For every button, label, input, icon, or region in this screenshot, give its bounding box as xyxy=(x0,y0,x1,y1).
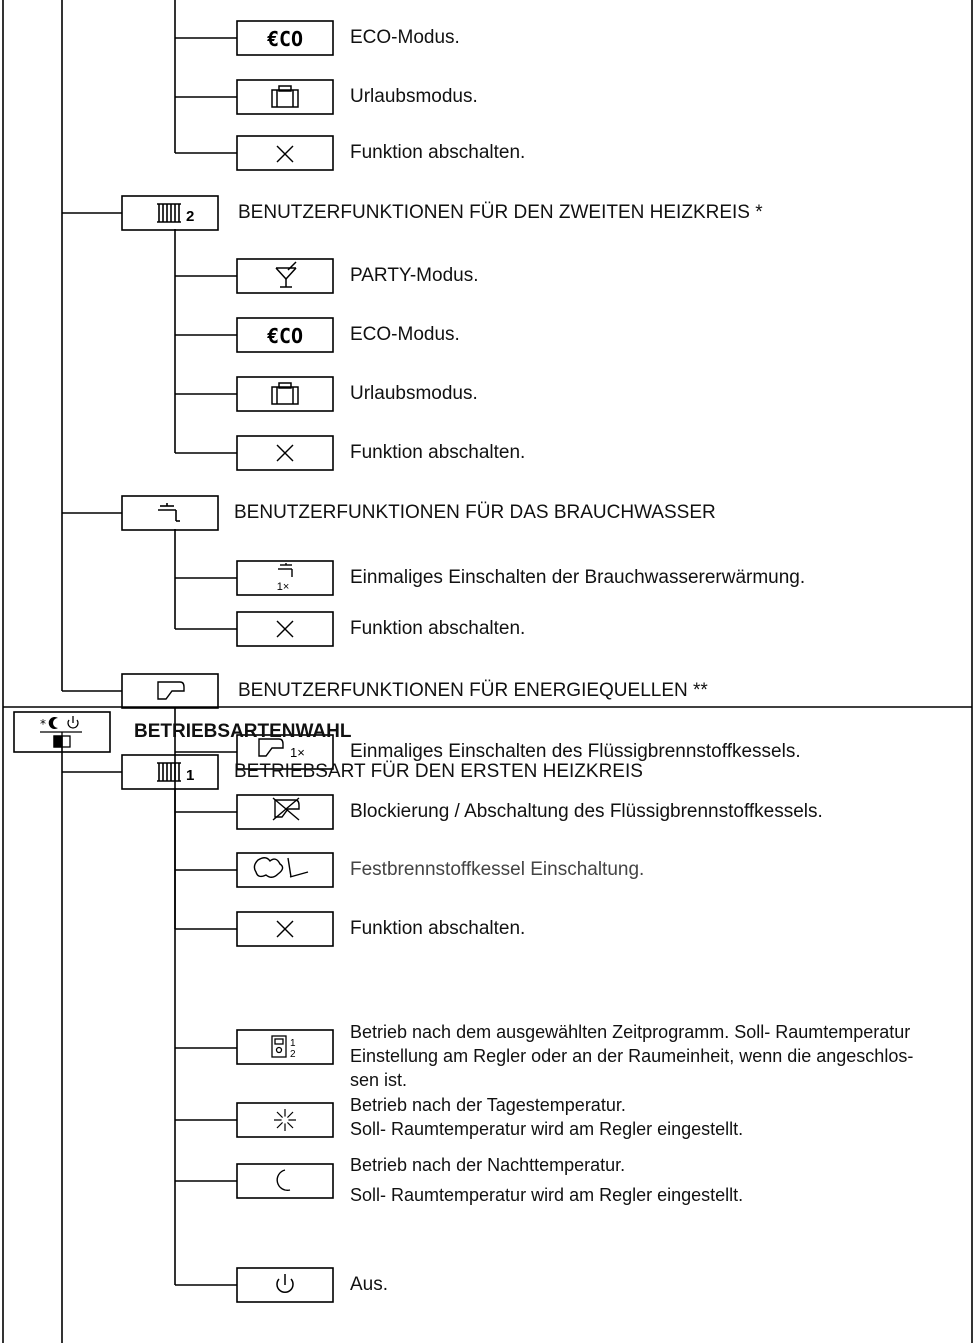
radiator-icon xyxy=(157,203,181,223)
mode-selection-box xyxy=(13,711,111,753)
night-mode-line-2: Soll- Raumtemperatur wird am Regler eing… xyxy=(350,1185,744,1205)
cocktail-icon xyxy=(275,261,297,288)
svg-text:*: * xyxy=(40,717,46,731)
function-off-label: Funktion abschalten. xyxy=(350,918,526,939)
night-mode-line-1: Betrieb nach der Nachttemperatur. xyxy=(350,1155,626,1175)
eco-icon: €CO xyxy=(267,27,303,51)
suitcase-icon xyxy=(271,85,299,108)
radiator-icon xyxy=(157,762,181,782)
function-off-label: Funktion abschalten. xyxy=(350,142,526,163)
faucet-once-icon xyxy=(278,563,293,577)
close-icon xyxy=(276,444,294,462)
hc1-mode-title: BETRIEBSART FÜR DEN ERSTEN HEIZKREIS xyxy=(234,761,643,782)
eco-icon: €CO xyxy=(267,324,303,348)
dhw-once-label: Einmaliges Einschalten der Brauchwassere… xyxy=(350,567,806,588)
program-mode-line-1: Betrieb nach dem ausgewählten Zeitprogra… xyxy=(350,1022,911,1042)
program-mode-description: Betrieb nach dem ausgewählten Zeitprogra… xyxy=(350,1020,913,1092)
day-mode-description: Betrieb nach der Tagestemperatur. Soll- … xyxy=(350,1093,743,1141)
program-mode-label-2: 2 xyxy=(290,1049,296,1060)
moon-icon xyxy=(276,1169,291,1192)
function-off-label: Funktion abschalten. xyxy=(350,442,526,463)
boiler-block-label: Blockierung / Abschaltung des Flüssigbre… xyxy=(350,801,823,822)
dhw-box xyxy=(121,495,219,531)
solid-fuel-boiler-icon xyxy=(253,857,309,878)
program-mode-line-3: sen ist. xyxy=(350,1070,408,1090)
boiler-icon xyxy=(157,681,185,700)
solid-fuel-label: Festbrennstoffkessel Einschaltung. xyxy=(350,859,645,880)
off-mode-label: Aus. xyxy=(350,1274,389,1295)
day-mode-line-1: Betrieb nach der Tagestemperatur. xyxy=(350,1095,626,1115)
hc2-box xyxy=(121,195,219,231)
suitcase-icon xyxy=(271,382,299,405)
hc2-functions-title: BENUTZERFUNKTIONEN FÜR DEN ZWEITEN HEIZK… xyxy=(238,202,763,223)
hc1-mode-box xyxy=(121,754,219,790)
boiler-once-label: Einmaliges Einschalten des Flüssigbrenns… xyxy=(350,741,801,762)
faucet-icon xyxy=(158,503,180,522)
day-mode-line-2: Soll- Raumtemperatur wird am Regler eing… xyxy=(350,1119,744,1139)
program-mode-label-1: 1 xyxy=(290,1038,296,1049)
party-mode-label: PARTY-Modus. xyxy=(350,265,479,286)
boiler-once-label: 1× xyxy=(290,745,305,760)
hc2-number: 2 xyxy=(186,208,194,225)
eco-mode-label: ECO-Modus. xyxy=(350,324,460,345)
close-icon xyxy=(276,145,294,163)
function-off-label: Funktion abschalten. xyxy=(350,618,526,639)
mode-selection-icon: * xyxy=(40,716,82,748)
once-label: 1× xyxy=(277,581,290,593)
boiler-blocked-icon xyxy=(272,797,300,821)
close-icon xyxy=(276,620,294,638)
vacation-mode-label: Urlaubsmodus. xyxy=(350,86,478,107)
mode-selection-title: BETRIEBSARTENWAHL xyxy=(134,721,352,742)
power-icon xyxy=(276,1274,294,1294)
boiler-once-icon xyxy=(258,738,284,757)
hc1-number: 1 xyxy=(186,767,194,784)
eco-mode-label: ECO-Modus. xyxy=(350,27,460,48)
energy-box xyxy=(121,673,219,709)
close-icon xyxy=(276,920,294,938)
vacation-mode-label: Urlaubsmodus. xyxy=(350,383,478,404)
dhw-functions-title: BENUTZERFUNKTIONEN FÜR DAS BRAUCHWASSER xyxy=(234,502,716,523)
program-mode-icon xyxy=(271,1035,287,1058)
program-mode-line-2: Einstellung am Regler oder an der Raumei… xyxy=(350,1046,914,1066)
energy-functions-title: BENUTZERFUNKTIONEN FÜR ENERGIEQUELLEN ** xyxy=(238,680,708,701)
